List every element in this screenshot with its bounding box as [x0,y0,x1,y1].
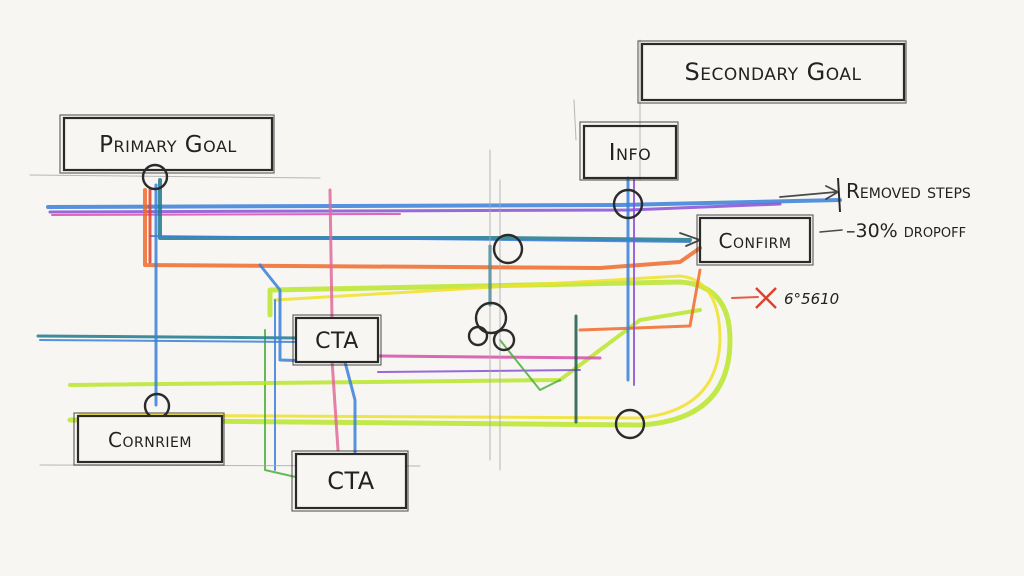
cta-box-top: CTA [292,314,382,366]
wire-purple-mid [377,369,581,373]
node-info [612,188,644,220]
strike-x-icon [755,287,777,309]
node-cluster-c [492,328,516,352]
secondary-goal-label: Secondary Goal [685,58,862,86]
info-label: Info [609,140,652,166]
wire-green-center [499,339,561,391]
connector-lines [29,39,843,479]
dash-crossed [731,296,759,299]
crossed-out-text: 6°5610 [784,290,839,308]
pencil-guides [29,39,641,471]
dash-dropoff [819,229,843,233]
removed-steps-note: Removed steps [837,177,971,213]
wire-top-blue [46,198,842,209]
wire-blue-left [39,339,301,343]
cta-top-label: CTA [315,329,359,354]
wire-blue-confirm [149,235,691,243]
node-center-top [492,233,524,265]
primary-goal-label: Primary Goal [99,132,237,158]
wire-yellow-loop [78,274,722,420]
secondary-goal-box: Secondary Goal [637,40,907,104]
wire-pink-vertical [328,188,340,452]
wire-top-purple [48,202,782,214]
wire-orange-right [578,268,702,332]
cta-box-bottom: CTA [291,450,409,512]
wire-pink-mid [373,354,602,360]
crossed-out-note: 6°5610 [755,287,839,309]
removed-steps-text: Removed steps [846,179,971,203]
confirm-label: Confirm [719,229,792,253]
cornriem-box: Cornriem [73,412,225,466]
node-loop-end [614,408,646,440]
primary-goal-box: Primary Goal [59,114,275,174]
node-primary-goal [141,163,169,191]
wire-orange-mid [143,188,702,270]
arrow-removed-steps [779,185,839,200]
wire-green-loop [264,329,301,479]
wire-lime-band [68,308,702,387]
wire-top-magenta [51,213,401,216]
info-box: Info [579,121,679,181]
node-cluster-a [474,301,508,335]
wire-teal-left [36,334,302,340]
node-cluster-b [467,325,489,347]
cta-bottom-label: CTA [327,467,375,495]
junction-nodes [141,163,646,440]
dropoff-note: –30% dropoff [846,220,966,242]
confirm-box: Confirm [696,214,814,266]
cornriem-label: Cornriem [108,428,192,452]
